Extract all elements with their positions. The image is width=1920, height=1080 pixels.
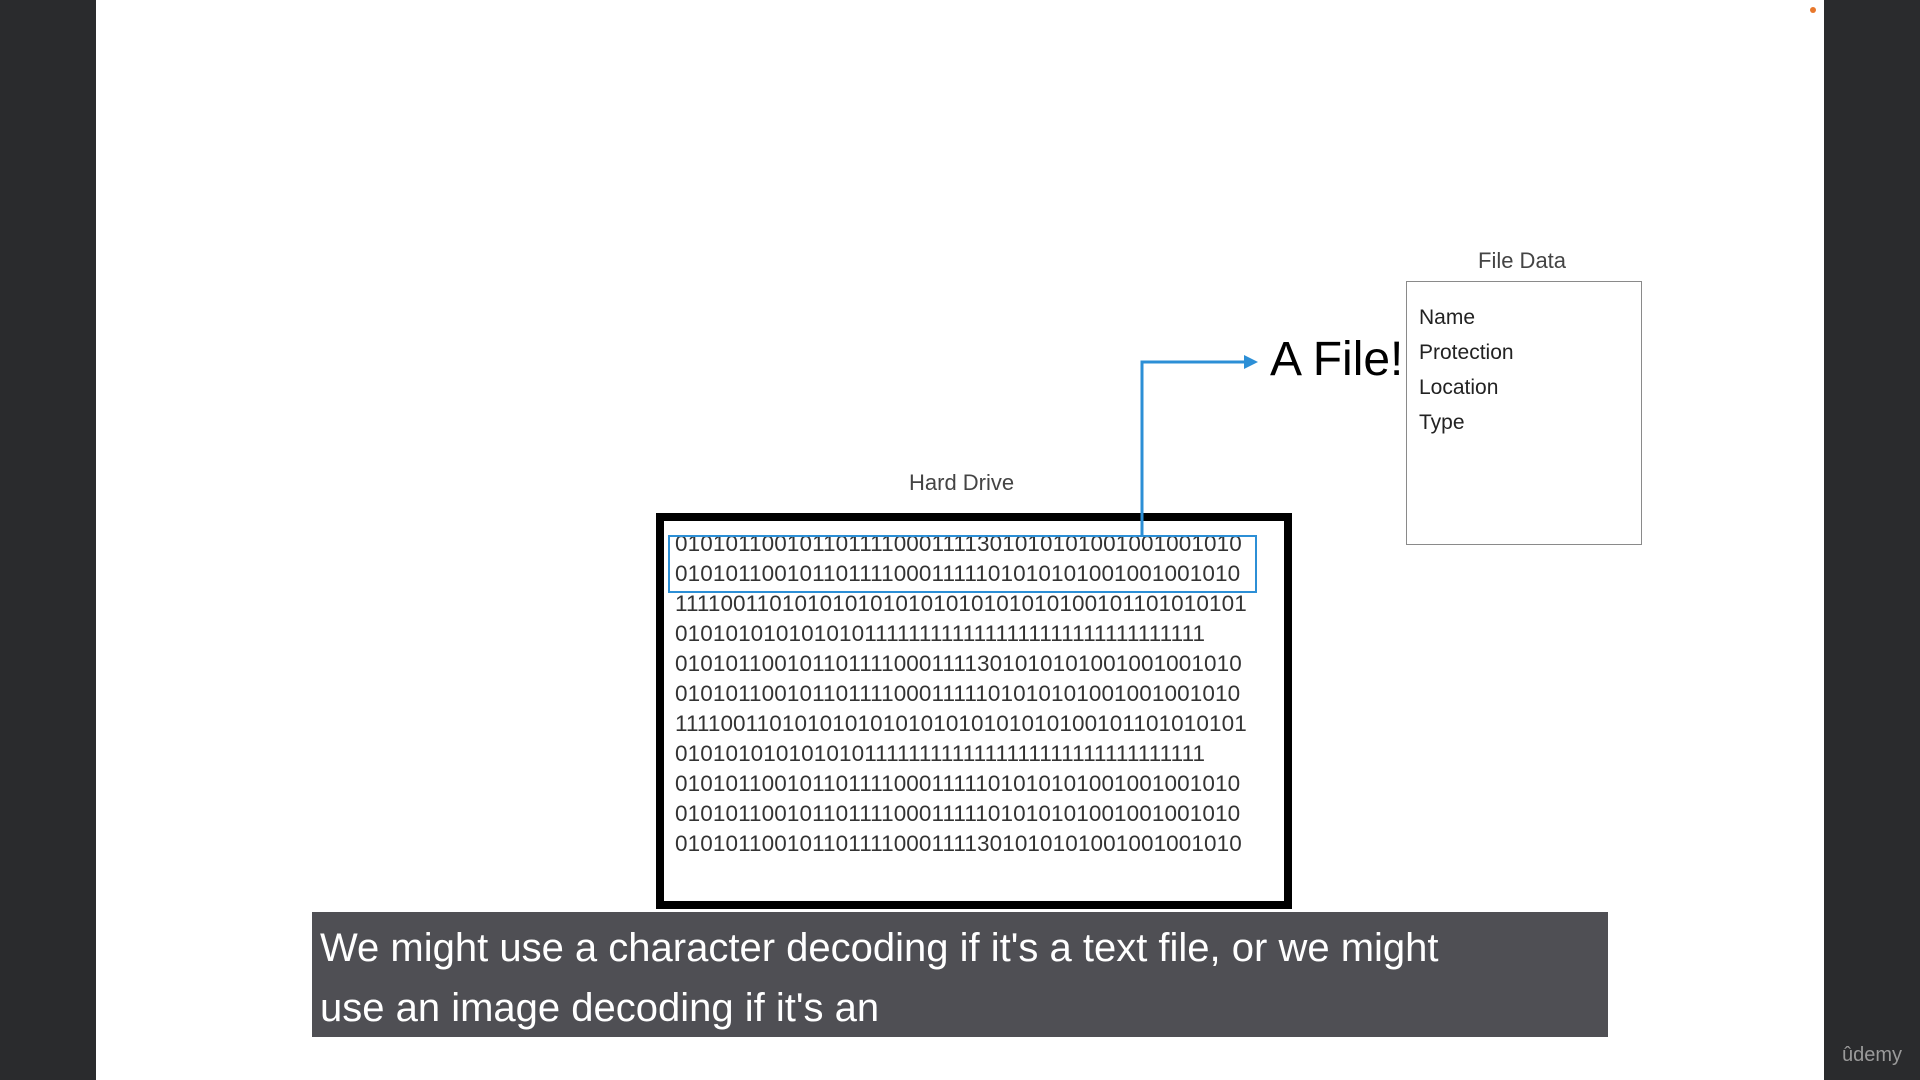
hard-drive-box: 0101011001011011110001111301010101001001… [656, 513, 1292, 909]
file-data-item-protection: Protection [1419, 341, 1514, 364]
recording-indicator [1810, 7, 1816, 13]
file-data-label: File Data [1478, 248, 1567, 273]
file-data-box: Name Protection Location Type [1406, 281, 1642, 545]
hard-drive-label: Hard Drive [909, 470, 1015, 495]
caption-line-1: We might use a character decoding if it'… [320, 926, 1439, 970]
binary-row: 0101010101010101111111111111111111111111… [675, 741, 1206, 766]
file-data-item-location: Location [1419, 376, 1499, 399]
file-data-item-name: Name [1419, 306, 1476, 329]
file-highlight-box [668, 535, 1257, 593]
binary-row: 1111001101010101010101010101010100101101… [675, 591, 1247, 616]
caption-line-2: use an image decoding if it's an [320, 986, 880, 1030]
a-file-label: A File! [1270, 333, 1404, 386]
binary-row: 0101011001011011110001111101010101001001… [675, 801, 1241, 826]
caption-box: We might use a character decoding if it'… [312, 912, 1608, 1037]
binary-row: 0101011001011011110001111101010101001001… [675, 561, 1241, 586]
udemy-logo: ûdemy [1842, 1044, 1903, 1066]
file-data-item-type: Type [1419, 411, 1465, 434]
binary-row: 0101011001011011110001111301010101001001… [675, 831, 1242, 856]
binary-row: 0101011001011011110001111101010101001001… [675, 681, 1241, 706]
binary-row: 0101011001011011110001111101010101001001… [675, 771, 1241, 796]
binary-row: 0101011001011011110001111301010101001001… [675, 651, 1242, 676]
binary-row: 1111001101010101010101010101010100101101… [675, 711, 1247, 736]
binary-row: 0101010101010101111111111111111111111111… [675, 621, 1206, 646]
